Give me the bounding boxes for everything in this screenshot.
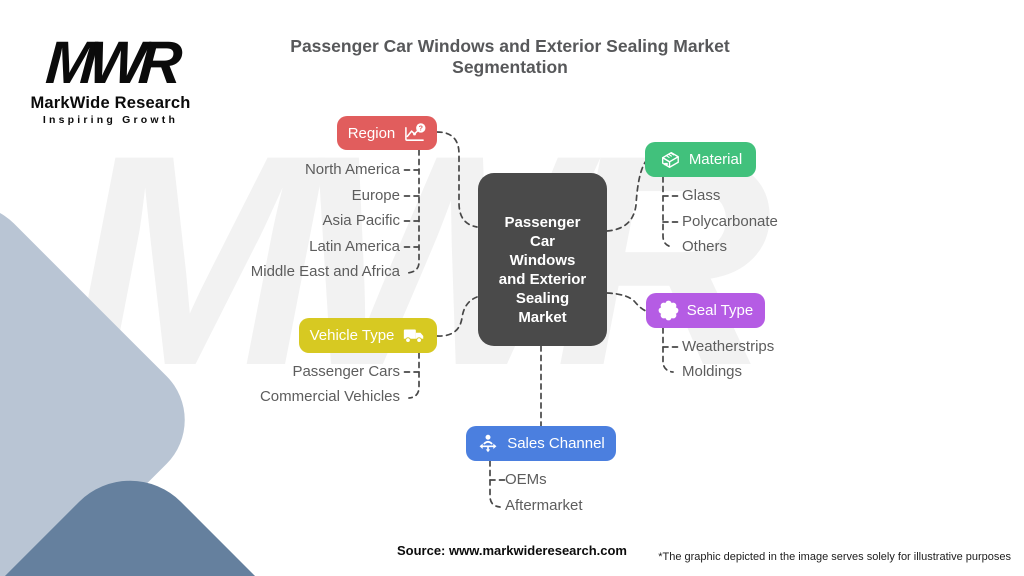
disclaimer-text: *The graphic depicted in the image serve…: [658, 551, 1011, 563]
center-node-line: Passenger: [504, 213, 581, 231]
segment-node-region: Region ?: [337, 116, 437, 150]
svg-text:?: ?: [419, 124, 423, 132]
segment-node-vehicle-type: Vehicle Type: [299, 318, 437, 353]
region-item: Asia Pacific: [322, 212, 400, 229]
segment-node-material: Material: [645, 142, 756, 177]
source-text: Source: www.markwideresearch.com: [396, 543, 627, 558]
seal-badge-icon: [658, 300, 679, 321]
segment-label-vehicle-type: Vehicle Type: [309, 327, 395, 344]
center-node-line: Windows: [509, 251, 576, 269]
seal-type-item: Weatherstrips: [682, 338, 775, 355]
brand-tagline: Inspiring Growth: [42, 114, 179, 126]
material-item: Glass: [682, 187, 721, 204]
center-node-line: Market: [518, 308, 567, 326]
center-node-line: Sealing: [515, 289, 570, 307]
material-item: Polycarbonate: [682, 213, 778, 230]
sales-channel-item: Aftermarket: [505, 497, 583, 514]
region-item: Middle East and Africa: [250, 263, 400, 280]
page-title-line-1: Passenger Car Windows and Exterior Seali…: [290, 36, 730, 56]
material-item: Others: [682, 238, 728, 255]
center-market-node: Passenger Car Windows and Exterior Seali…: [478, 173, 607, 346]
center-node-line: and Exterior: [498, 270, 587, 288]
region-item: Europe: [351, 187, 400, 204]
region-item: North America: [304, 161, 400, 178]
segment-label-seal-type: Seal Type: [686, 302, 754, 319]
vehicle-type-item: Passenger Cars: [292, 363, 400, 380]
brand-name: MarkWide Research: [30, 94, 191, 112]
page-title: Passenger Car Windows and Exterior Seali…: [240, 36, 780, 78]
sales-channel-item: OEMs: [505, 471, 547, 488]
region-item: Latin America: [309, 238, 400, 255]
brand-logo: MWR MarkWide Research Inspiring Growth: [28, 29, 193, 126]
segment-label-region: Region: [347, 124, 396, 142]
material-box-icon: [659, 149, 681, 170]
segment-node-sales-channel: Sales Channel: [466, 426, 616, 461]
segment-label-sales-channel: Sales Channel: [507, 435, 605, 452]
vehicle-type-item: Commercial Vehicles: [259, 388, 400, 405]
center-node-line: Car: [529, 232, 555, 250]
map-chart-question-icon: ?: [403, 122, 426, 144]
distribution-person-icon: [477, 433, 499, 455]
seal-type-item: Moldings: [682, 363, 743, 380]
brand-logo-mark: MWR: [43, 29, 178, 96]
truck-icon: [402, 326, 426, 346]
segment-label-material: Material: [688, 151, 743, 168]
page-title-line-2: Segmentation: [452, 57, 568, 77]
segment-node-seal-type: Seal Type: [646, 293, 765, 328]
